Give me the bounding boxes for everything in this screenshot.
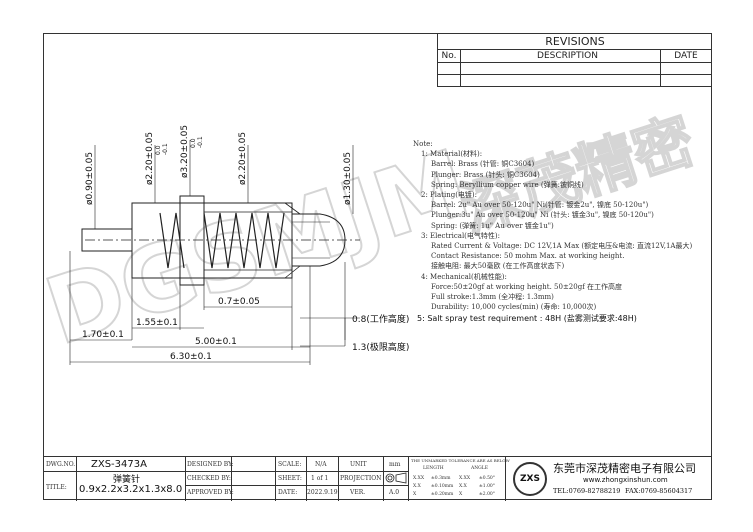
tol-cell: X.X <box>459 484 467 489</box>
tol-cell: X.XX <box>459 476 471 481</box>
dim-d320-tol-plus: 0.0 <box>190 138 197 148</box>
dim-500: 5.00±0.1 <box>195 337 237 347</box>
date-value: 2022.9.19 <box>307 489 338 496</box>
note-line: 接触电阻: 最大50毫欧 (在工作高度状态下) <box>431 262 565 271</box>
note-line: 2: Plating(电镀): <box>421 191 478 200</box>
ver-value: A.0 <box>389 489 400 496</box>
dim-d320: ø3.20±0.05 <box>180 125 190 178</box>
note-line: Barrel: 2u" Au over 50-120u" Ni(针管: 镀金2u… <box>431 201 649 210</box>
title-size: 0.9x2.2x3.2x1.3x8.0 <box>79 484 183 495</box>
company-tel: TEL:0769-82788219 <box>553 487 621 495</box>
revisions-title: REVISIONS <box>438 34 712 50</box>
note-line: Spring: (弹簧: 1u" Au over 镀金1u") <box>431 221 554 230</box>
tol-cell: X <box>459 492 463 497</box>
sheet-label: SHEET: <box>278 475 302 482</box>
dim-155: 1.55±0.1 <box>136 318 178 328</box>
scale-value: N/A <box>315 461 327 468</box>
note-line: 3: Electrical(电气特性): <box>421 231 500 240</box>
sheet-value: 1 of 1 <box>311 475 329 482</box>
tol-cell: ±0.20mm <box>431 492 454 497</box>
tol-cell: ±2.00° <box>479 492 496 497</box>
revisions-col-date: DATE <box>674 51 698 61</box>
notes: Note: 1: Material(材料): Barrel: Brass (针管… <box>413 139 692 325</box>
title-label: TITLE: <box>46 484 67 491</box>
revisions-table: REVISIONS No. DESCRIPTION DATE <box>437 34 712 87</box>
tol-cell: ±1.00° <box>479 484 496 489</box>
note-line: Force:50±20gf at working height. 50±20gf… <box>431 282 623 291</box>
dim-08: 0.8(工作高度) <box>352 313 409 325</box>
tol-cell: ±0.3mm <box>431 476 451 481</box>
dim-07: 0.7±0.05 <box>218 297 260 307</box>
tol-cell: X.X <box>413 484 421 489</box>
dim-d220-a-tol-minus: -0.1 <box>162 143 169 155</box>
tol-length: LENGTH <box>423 466 444 471</box>
notes-header: Note: <box>413 140 433 148</box>
tol-cell: ±0.10mm <box>431 484 454 489</box>
dim-13: 1.3(极限高度) <box>352 341 409 353</box>
note-line: Contact Resistance: 50 mohm Max. at work… <box>431 252 625 261</box>
title-block: DWG.NO. ZXS-3473A TITLE: 弹簧针 0.9x2.2x3.2… <box>43 456 712 501</box>
approved-by-label: APPROVED BY: <box>187 489 234 496</box>
note-line: 1: Material(材料): <box>421 150 483 159</box>
note-salt-spray: 5: Salt spray test requirement : 48H (盐雾… <box>417 314 637 324</box>
dim-630: 6.30±0.1 <box>170 352 212 362</box>
note-line: Durability: 10,000 cycles(min) (寿命: 10,0… <box>431 303 597 312</box>
company-logo-text: ZXS <box>520 474 540 484</box>
date-label: DATE: <box>278 489 298 496</box>
drawing-frame <box>43 33 712 500</box>
ver-label: VER. <box>350 489 366 496</box>
scale-label: SCALE: <box>278 461 302 468</box>
tol-cell: ±0.50° <box>479 476 496 481</box>
title-cn: 弹簧针 <box>113 475 141 485</box>
company-fax: FAX:0769-85604317 <box>625 487 693 495</box>
dim-d220-a: ø2.20±0.05 <box>145 132 155 185</box>
dim-d220-a-tol-plus: 0.0 <box>155 145 162 155</box>
note-line: 4: Mechanical(机械性能): <box>421 272 507 281</box>
projection-symbol-icon <box>385 472 407 484</box>
dim-170: 1.70±0.1 <box>82 330 124 340</box>
tol-title: THE UNMARKED TOLERANCE ARE AS BELOW <box>411 458 510 463</box>
company-logo: ZXS <box>513 462 547 496</box>
unit-value: mm <box>389 461 401 468</box>
company-url: www.zhongxinshun.com <box>583 476 668 484</box>
tol-cell: X <box>413 492 417 497</box>
company-name: 东莞市深茂精密电子有限公司 <box>553 462 696 475</box>
revisions-col-no: No. <box>441 51 457 61</box>
tol-angle: ANGLE <box>471 466 489 471</box>
note-line: Spring: Beryllium copper wire (弹簧:铍铜线) <box>431 180 584 189</box>
dim-d130: ø1.30±0.05 <box>343 152 353 205</box>
unit-label: UNIT <box>350 461 367 468</box>
dwg-no: ZXS-3473A <box>91 459 147 470</box>
note-line: Plunger: Brass (针头: 铜C3604) <box>431 170 540 179</box>
note-line: Plunger:3u" Au over 50-120u" Ni (针头: 镀金3… <box>431 211 654 220</box>
dim-d090: ø0.90±0.05 <box>85 152 95 205</box>
revisions-col-description: DESCRIPTION <box>537 51 598 61</box>
note-line: Barrel: Brass (针管: 铜C3604) <box>431 160 535 169</box>
note-line: Rated Current & Voltage: DC 12V,1A Max (… <box>431 242 693 251</box>
designed-by-label: DESIGNED BY: <box>187 461 234 468</box>
projection-label: PROJECTION <box>340 475 382 482</box>
checked-by-label: CHECKED BY: <box>187 475 231 482</box>
dwg-no-label: DWG.NO. <box>46 461 76 468</box>
dim-d320-tol-minus: -0.1 <box>197 136 204 148</box>
note-line: Full stroke:1.3mm (全冲程: 1.3mm) <box>431 293 554 302</box>
dim-d220-b: ø2.20±0.05 <box>238 132 248 185</box>
tol-cell: X.XX <box>413 476 425 481</box>
